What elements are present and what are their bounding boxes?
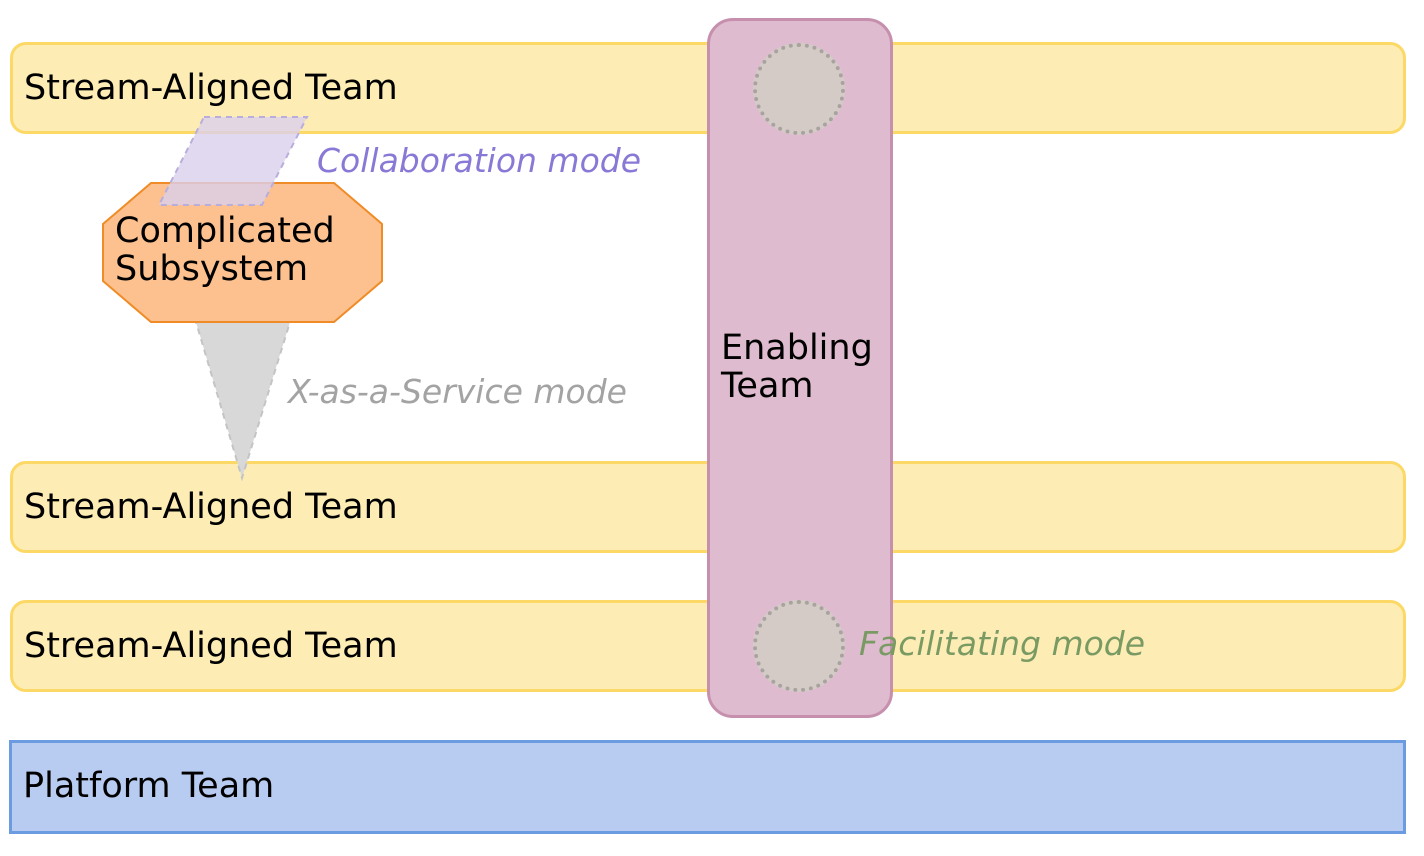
enabling-team-label: Enabling Team — [721, 328, 873, 406]
facilitating-mode-label: Facilitating mode — [859, 624, 1146, 663]
stream-aligned-team-1-label: Stream-Aligned Team — [24, 68, 398, 108]
collaboration-mode-label: Collaboration mode — [317, 141, 642, 180]
platform-team-label: Platform Team — [23, 766, 275, 806]
platform-team: Platform Team — [9, 740, 1406, 834]
xaas-triangle-shape — [194, 321, 292, 482]
facilitating-circle-bottom — [753, 600, 845, 692]
stream-aligned-team-2-label: Stream-Aligned Team — [24, 487, 398, 527]
complicated-subsystem-label: Complicated Subsystem — [115, 211, 335, 289]
facilitating-circle-top — [753, 43, 845, 135]
xaas-mode-label: X-as-a-Service mode — [288, 372, 627, 411]
stream-aligned-team-3-label: Stream-Aligned Team — [24, 626, 398, 666]
